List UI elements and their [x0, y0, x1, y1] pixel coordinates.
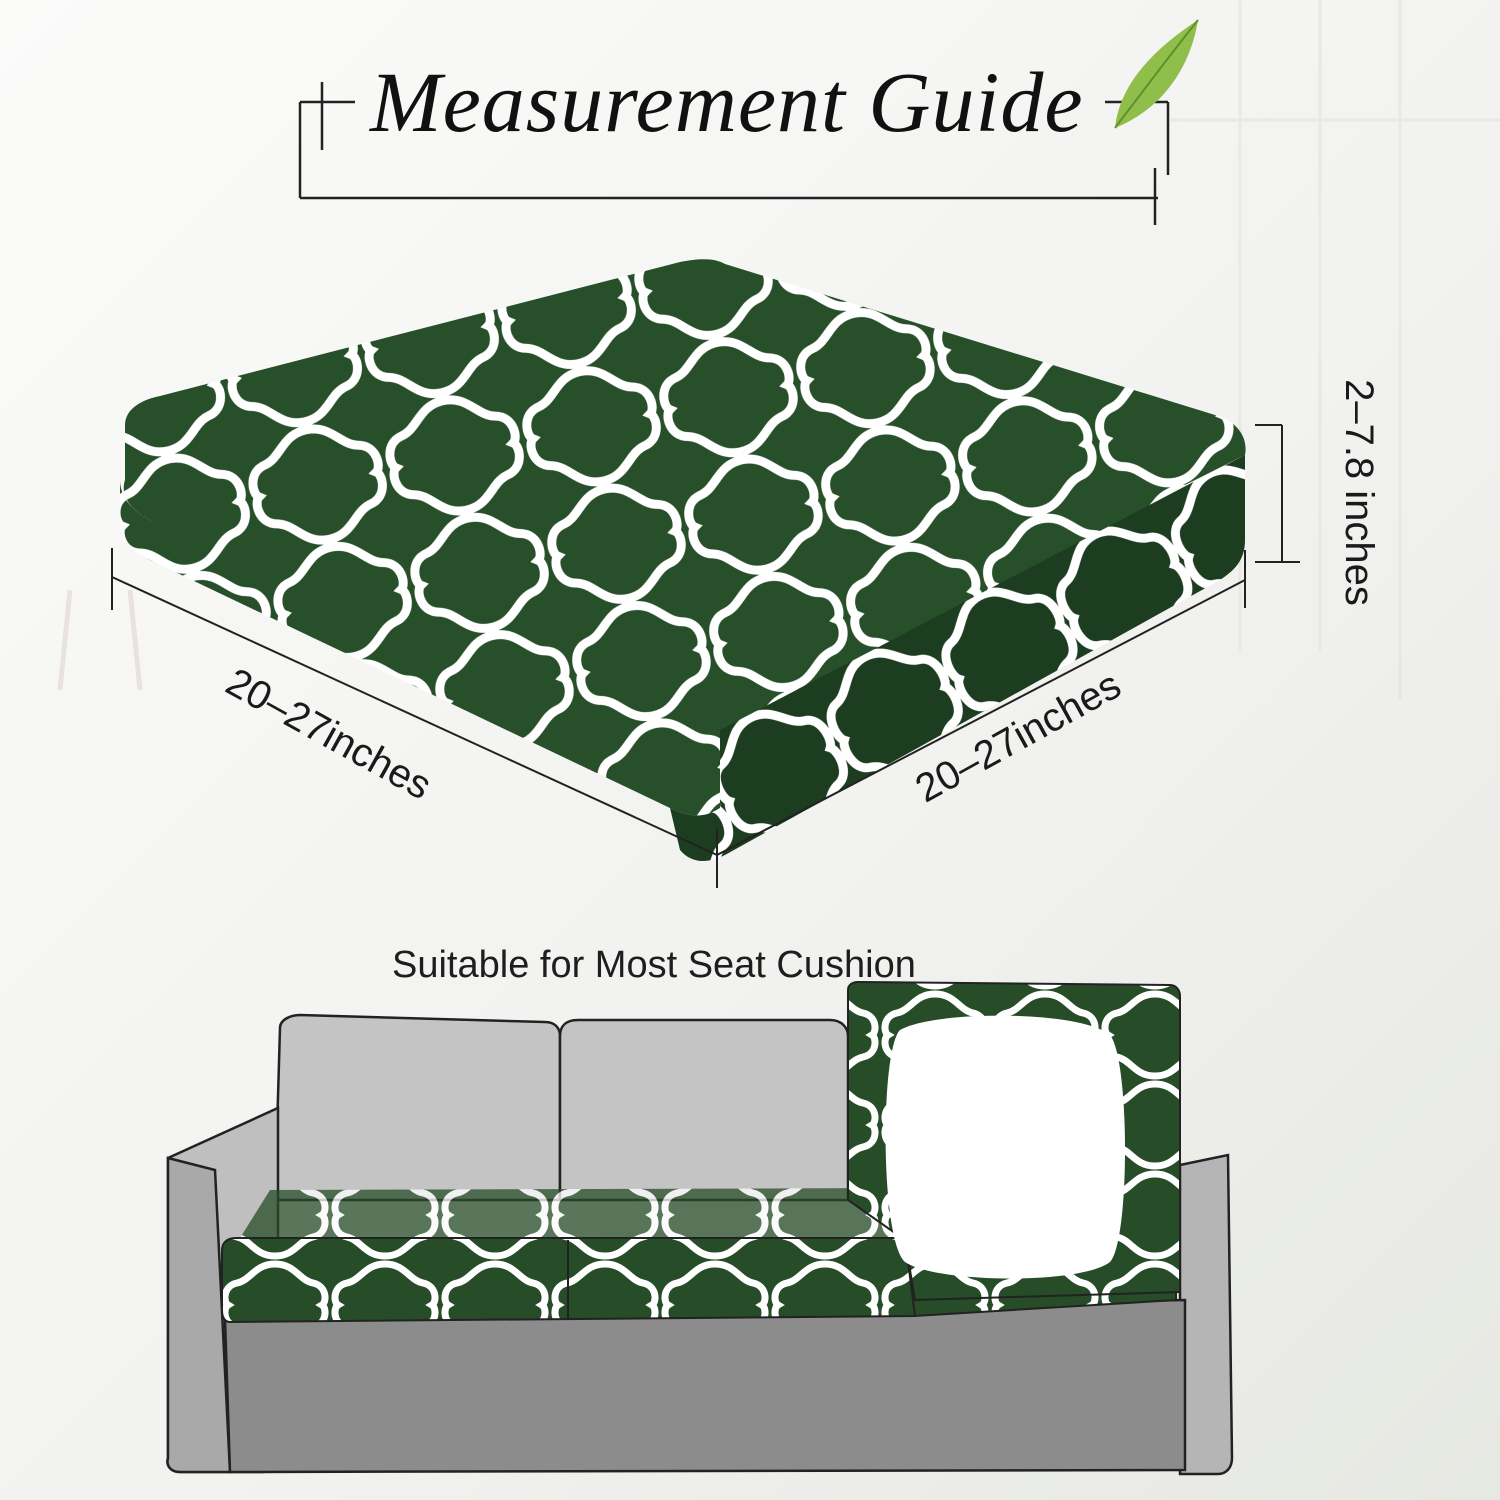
sofa-back-cushion-left: [273, 1013, 562, 1202]
page-title: Measurement Guide: [370, 54, 1084, 150]
leaf-icon: [1114, 19, 1199, 129]
cushion-foam-insert: [885, 1015, 1125, 1279]
cushion-left-side: [120, 440, 720, 816]
sofa-right-arm: [1178, 1153, 1234, 1476]
cushion-top-face: [123, 259, 1246, 768]
dimension-label-height: 2–7.8 inches: [1336, 379, 1381, 606]
main-cushion: [120, 259, 1246, 862]
sofa-base: [223, 1298, 1187, 1474]
sofa-left-arm-front: [166, 1156, 232, 1474]
cushion-right-side: [670, 455, 1245, 862]
sofa-back-cushion-right: [558, 1018, 850, 1202]
sofa: [166, 980, 1234, 1476]
dimension-lines: [111, 424, 1300, 888]
sofa-seat-top: [240, 1188, 915, 1242]
caption: Suitable for Most Seat Cushion: [392, 944, 916, 986]
